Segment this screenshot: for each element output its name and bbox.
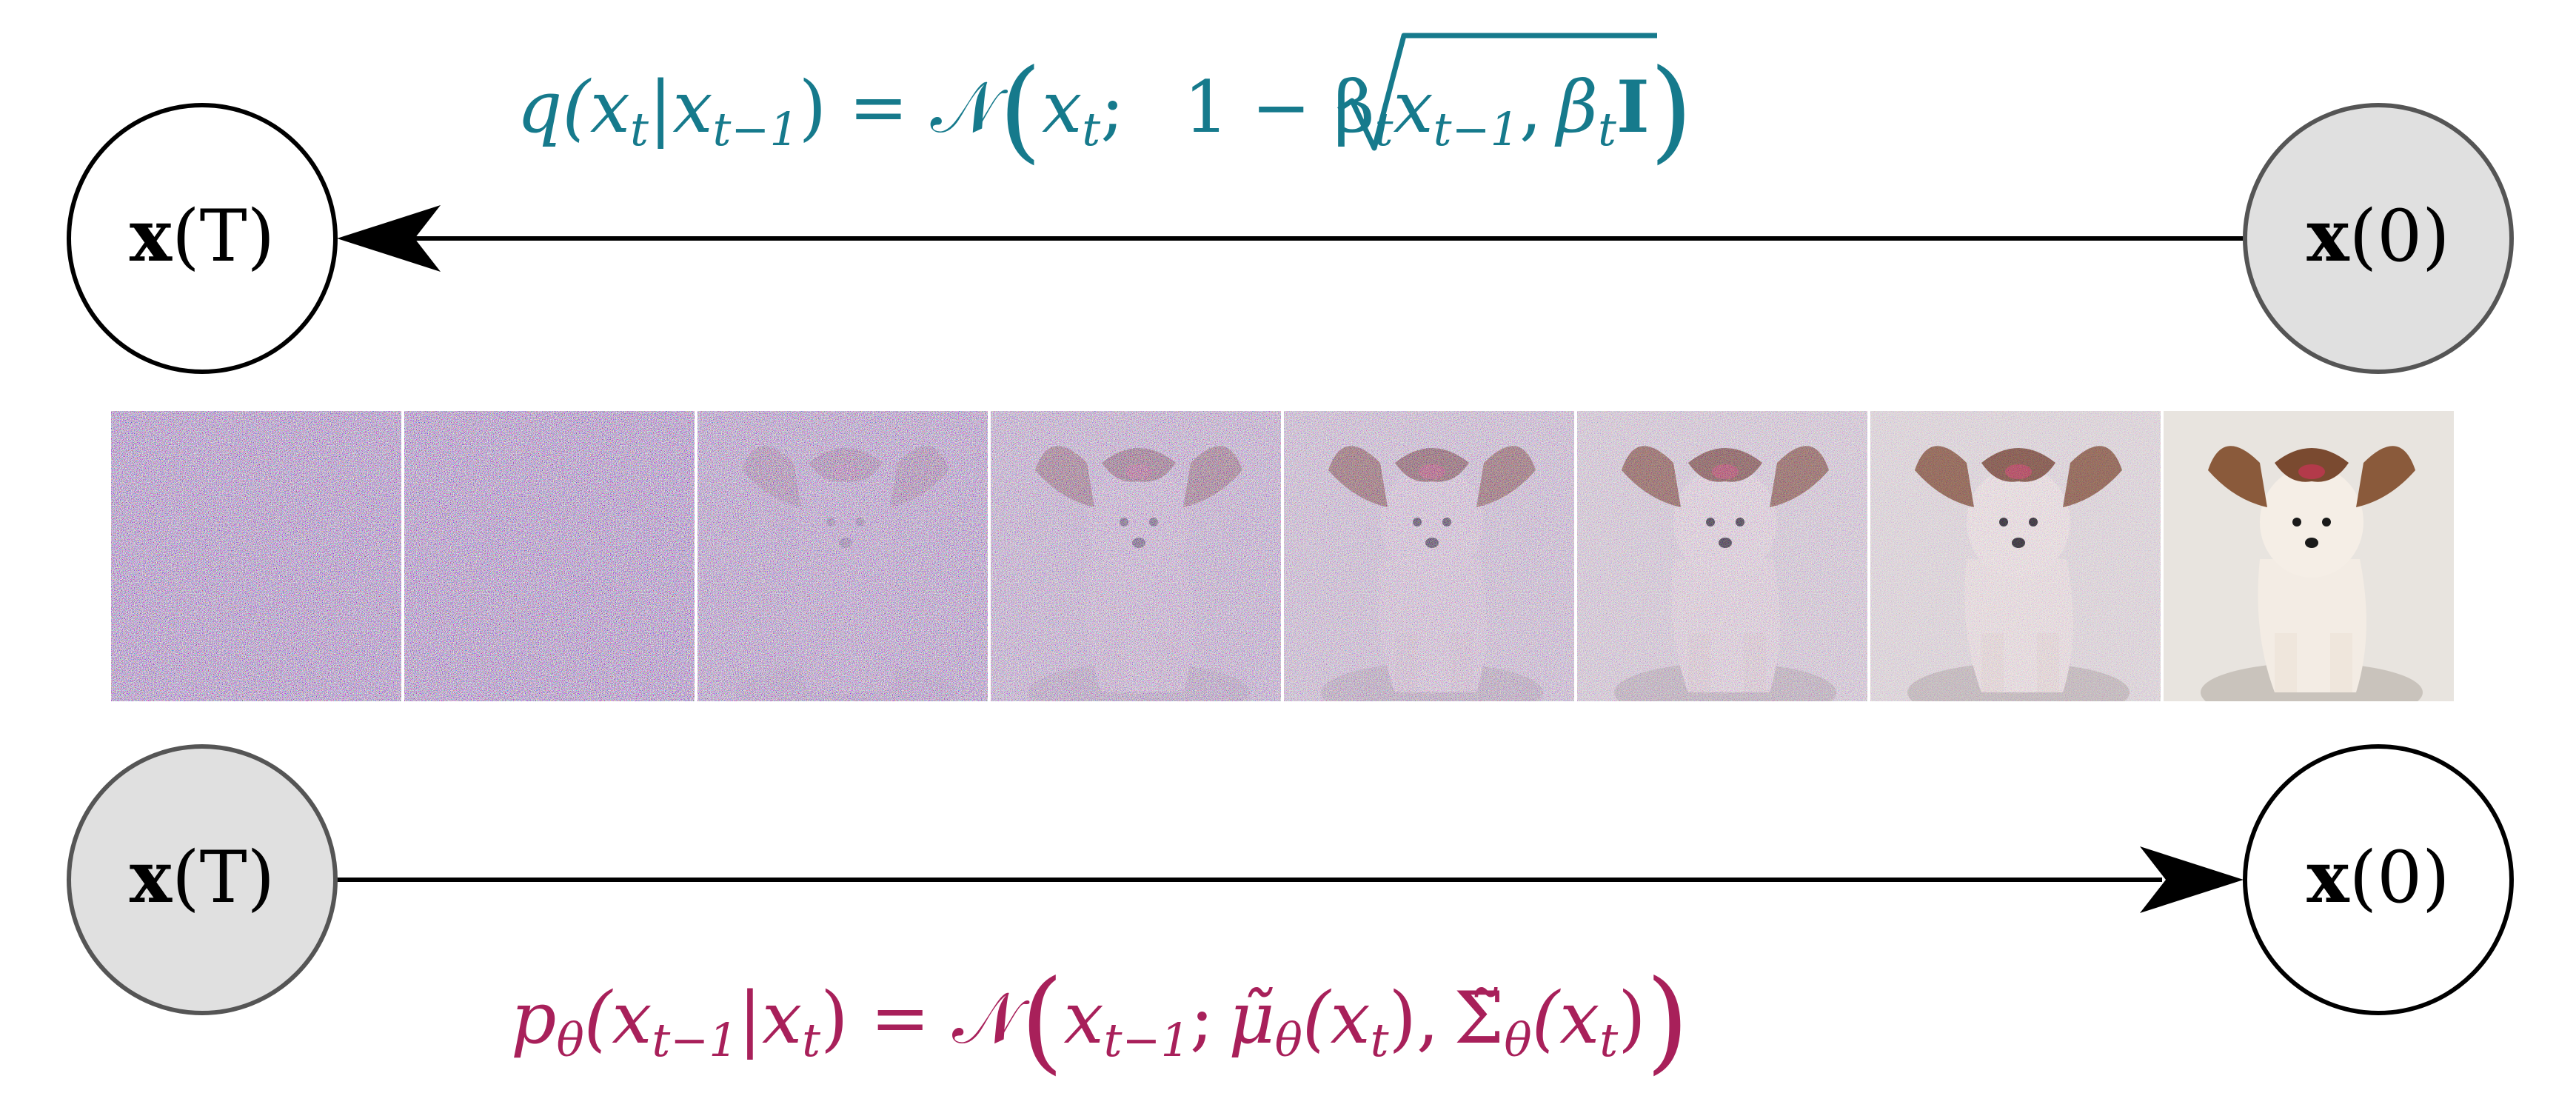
node-x0-bottom-label: x(0) (2306, 835, 2449, 919)
fe-semicolon: ; (1100, 66, 1124, 149)
diffusion-frame-5 (1284, 411, 1577, 701)
re-mu-arg-sub: t (1371, 1013, 1389, 1067)
fe-arg1: x (1042, 66, 1082, 149)
fe-normal: 𝒩 (931, 66, 1008, 149)
re-semicolon: ; (1190, 977, 1214, 1060)
re-sigma: Σ̃ (1453, 977, 1504, 1060)
noise-overlay (697, 411, 988, 701)
re-mu-sub: θ (1275, 1013, 1302, 1067)
fe-after-sqrt: x (1394, 66, 1433, 149)
fe-lhs-sub-t1: t−1 (712, 102, 798, 156)
re-big-close-paren: ) (1646, 957, 1690, 1086)
frame-separator (401, 411, 404, 701)
dog-image (2164, 411, 2454, 701)
re-big-open-paren: ( (1020, 957, 1064, 1086)
fe-lhs-sub-t: t (630, 102, 649, 156)
frame-separator (1281, 411, 1284, 701)
fe-lhs-bar: |x (649, 66, 712, 149)
reverse-arrowhead (2140, 846, 2244, 913)
frame-separator (1574, 411, 1577, 701)
diffusion-frame-4 (991, 411, 1284, 701)
fe-lhs: q(x (517, 66, 630, 149)
diffusion-frame-7 (1870, 411, 2164, 701)
fe-big-close-paren: ) (1650, 46, 1693, 175)
reverse-process: x(T) x(0) pθ(xt−1|xt)=𝒩(xt−1;μ̃θ(xt),Σ̃θ… (67, 744, 2514, 1086)
re-equals: = (871, 977, 930, 1060)
frame-separator (988, 411, 991, 701)
fe-beta: β (1555, 66, 1599, 149)
diffusion-frame-8 (2164, 411, 2457, 701)
noise-overlay (991, 411, 1281, 701)
node-xT-bottom: x(T) (67, 744, 338, 1015)
node-x0-bottom: x(0) (2243, 744, 2514, 1015)
reverse-equation: pθ(xt−1|xt)=𝒩(xt−1;μ̃θ(xt),Σ̃θ(xt)) (511, 957, 1689, 1086)
fe-arg1-sub: t (1082, 102, 1100, 156)
frame-separator (2161, 411, 2164, 701)
forward-equation: q(xt|xt−1)=𝒩(xt;1 − βtxt−1,βtI) (517, 46, 1693, 175)
noise-overlay (1284, 411, 1574, 701)
node-xT-bottom-label: x(T) (130, 835, 275, 919)
frame-separator (1867, 411, 1870, 701)
noise-overlay (1870, 411, 2161, 701)
re-x-sub-t: t (802, 1013, 820, 1067)
diffusion-frame-6 (1577, 411, 1870, 701)
frame-separator (695, 411, 697, 701)
re-normal: 𝒩 (952, 977, 1030, 1060)
re-open: (x (584, 977, 652, 1060)
node-xT-top-label: x(T) (130, 194, 275, 278)
re-sigma-arg: (x (1532, 977, 1600, 1060)
node-x0-top-label: x(0) (2306, 194, 2449, 278)
re-sigma-arg-close: ) (1618, 977, 1645, 1060)
fe-equals: = (849, 66, 908, 149)
re-bar: |x (738, 977, 802, 1060)
fe-after-sqrt-sub: t−1 (1433, 102, 1519, 156)
frame-separator (2454, 411, 2457, 701)
diffusion-frame-3 (697, 411, 991, 701)
re-arg1: x (1063, 977, 1103, 1060)
re-sigma-arg-sub: t (1599, 1013, 1618, 1067)
noise-overlay (404, 411, 695, 701)
fe-big-open-paren: ( (999, 46, 1043, 175)
node-x0-top: x(0) (2243, 103, 2514, 374)
re-sigma-sub: θ (1504, 1013, 1531, 1067)
node-xT-top: x(T) (67, 103, 338, 374)
fe-lhs-close: ) (799, 66, 826, 149)
forward-process: q(xt|xt−1)=𝒩(xt;1 − βtxt−1,βtI) x(T) x(0… (67, 33, 2514, 374)
re-mu-arg: (x (1302, 977, 1371, 1060)
re-arg1-sub: t−1 (1104, 1013, 1190, 1067)
re-x-sub-t1: t−1 (652, 1013, 737, 1067)
fe-comma: , (1519, 66, 1542, 149)
re-p-sub: θ (556, 1013, 583, 1067)
noise-overlay (1577, 411, 1867, 701)
diffusion-frame-2 (404, 411, 697, 701)
forward-arrowhead (337, 205, 441, 272)
fe-identity: I (1616, 65, 1650, 149)
re-p: p (511, 977, 556, 1060)
re-close: ) (820, 977, 848, 1060)
re-mu: μ̃ (1228, 977, 1274, 1060)
fe-beta-sub: t (1598, 102, 1616, 156)
diffusion-frame-1 (111, 411, 404, 701)
fe-sqrt-radical (1337, 33, 1657, 151)
noise-overlay (111, 411, 401, 701)
re-mu-arg-close: ), (1389, 977, 1439, 1060)
image-strip (111, 411, 2457, 701)
